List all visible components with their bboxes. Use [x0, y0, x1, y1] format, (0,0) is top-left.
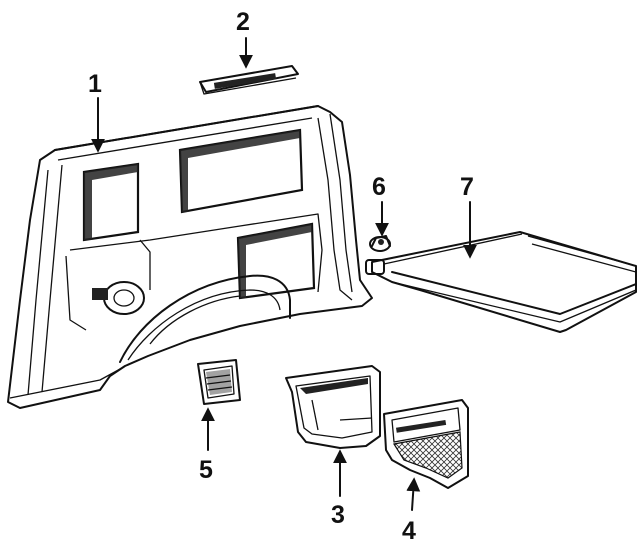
cover-plate: [197, 359, 241, 405]
callout-4: 4: [402, 517, 416, 545]
push-fastener: [369, 235, 391, 252]
callout-7: 7: [460, 173, 474, 201]
header-trim-strip: [199, 65, 299, 95]
callout-2: 2: [236, 8, 250, 36]
callout-6: 6: [372, 173, 386, 201]
callout-5: 5: [199, 456, 213, 484]
callout-3: 3: [331, 501, 345, 529]
callout-1: 1: [88, 70, 102, 98]
mesh-trim-panel: [383, 399, 469, 489]
quarter-trim-panel: [7, 105, 373, 409]
storage-bin: [285, 365, 381, 449]
cargo-cover: [365, 231, 637, 333]
callout-arrows: [91, 37, 477, 511]
